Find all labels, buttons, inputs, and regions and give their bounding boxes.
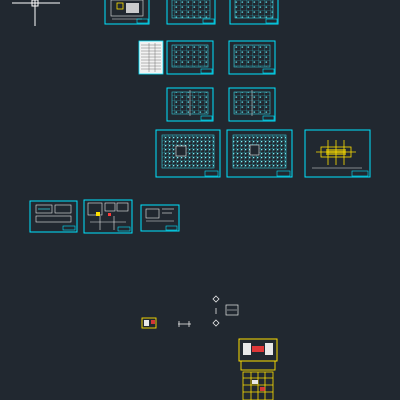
drawing-sheet-plan-r2c3[interactable] — [228, 40, 276, 75]
drawing-sheet-plan-r1c2[interactable] — [166, 0, 216, 25]
drawing-sheet-plan-r3c2[interactable] — [166, 87, 214, 122]
drawing-sheet-plan-r1c3[interactable] — [229, 0, 279, 25]
drawing-sheet-large-plan-1[interactable] — [155, 129, 221, 178]
yellow-building-block[interactable] — [238, 338, 278, 400]
drawing-sheet-detail-1[interactable] — [29, 200, 78, 233]
drawing-sheet-plan-r3c3[interactable] — [228, 87, 276, 122]
drawing-sheet-detail-3[interactable] — [140, 204, 180, 232]
drawing-sheet-cover[interactable] — [104, 0, 150, 25]
drawing-sheet-plan-r2c2[interactable] — [166, 40, 214, 75]
drawing-sheet-site-plan[interactable] — [304, 129, 371, 178]
drawing-sheet-large-plan-2[interactable] — [226, 129, 293, 178]
drawing-sheet-table[interactable] — [138, 40, 164, 75]
stray-block-group[interactable] — [141, 295, 239, 329]
drawing-sheet-detail-2[interactable] — [83, 199, 133, 234]
crosshair-icon — [12, 0, 60, 26]
